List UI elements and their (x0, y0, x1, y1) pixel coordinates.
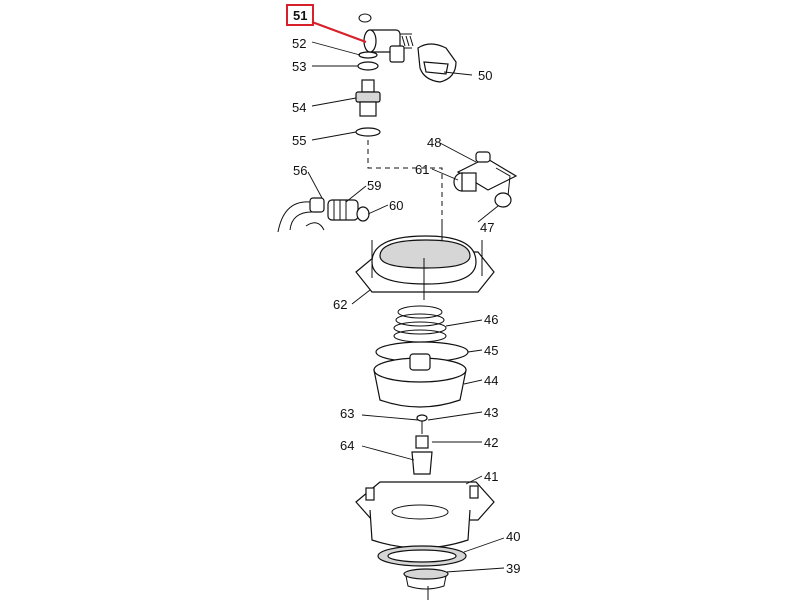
callout-50: 50 (478, 68, 492, 83)
part-62-top-cover (355, 224, 495, 300)
callout-45: 45 (484, 343, 498, 358)
part-51-valve-body (358, 13, 414, 63)
part-39-filter (403, 568, 449, 600)
callout-51: 51 (293, 8, 307, 23)
callout-52: 52 (292, 36, 306, 51)
callout-61: 61 (415, 162, 429, 177)
part-55-o-ring (355, 127, 381, 137)
callout-56: 56 (293, 163, 307, 178)
callout-41: 41 (484, 469, 498, 484)
part-53-o-ring (357, 61, 379, 71)
part-56-hose (277, 201, 325, 233)
part-44-membrane-cup (373, 353, 467, 408)
part-41-base-housing (355, 481, 495, 549)
callout-40: 40 (506, 529, 520, 544)
callout-64: 64 (340, 438, 354, 453)
callout-42: 42 (484, 435, 498, 450)
callout-54: 54 (292, 100, 306, 115)
callout-59: 59 (367, 178, 381, 193)
part-47-plug (494, 192, 512, 208)
callout-63: 63 (340, 406, 354, 421)
part-46-spring (393, 305, 447, 343)
assembly-guide-line (367, 140, 443, 230)
callout-55: 55 (292, 133, 306, 148)
callout-39: 39 (506, 561, 520, 576)
callout-51-highlight-box (286, 4, 314, 26)
part-60-o-ring (356, 206, 370, 222)
callout-47: 47 (480, 220, 494, 235)
callout-44: 44 (484, 373, 498, 388)
part-48-bracket-assembly (456, 151, 518, 197)
part-52-ring (358, 51, 378, 59)
callout-43: 43 (484, 405, 498, 420)
callout-46: 46 (484, 312, 498, 327)
callout-48: 48 (427, 135, 441, 150)
callout-62: 62 (333, 297, 347, 312)
part-54-fitting (355, 79, 381, 117)
part-64-valve-pin (411, 435, 433, 475)
callout-60: 60 (389, 198, 403, 213)
callout-53: 53 (292, 59, 306, 74)
part-50-knob (417, 43, 457, 83)
part-63-pin (416, 414, 428, 434)
part-59-connector (309, 197, 359, 221)
part-61-cap (453, 172, 477, 192)
leader-lines (307, 20, 505, 573)
